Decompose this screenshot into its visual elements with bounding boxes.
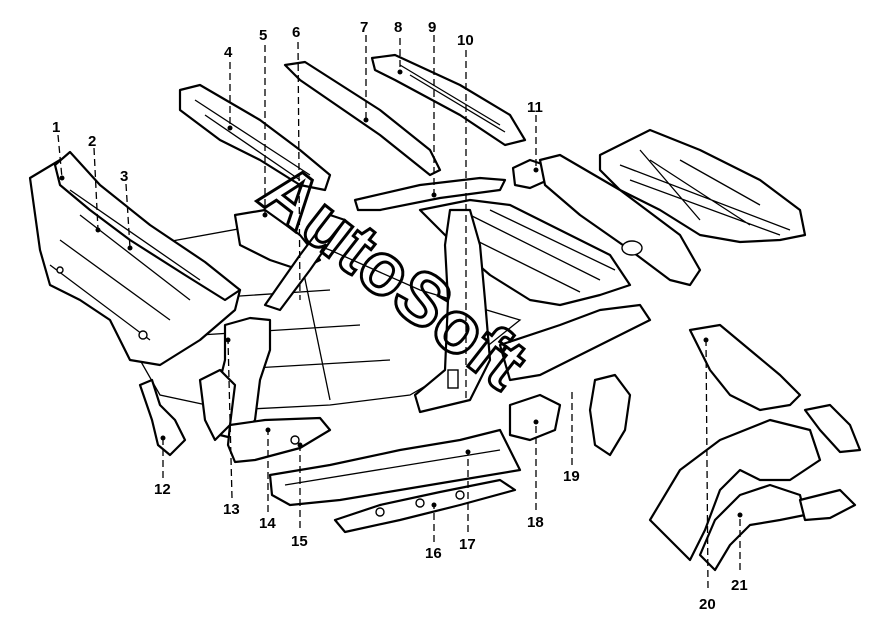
callout-6: 6 [292, 24, 300, 41]
wheelhouse-outer [648, 418, 822, 562]
rear-bracket-19 [588, 373, 632, 457]
callout-2: 2 [88, 133, 96, 150]
callout-14: 14 [259, 515, 276, 532]
wheelhouse-bracket [508, 393, 562, 442]
leader-lines [57, 35, 741, 589]
callout-7: 7 [360, 19, 368, 36]
callout-5: 5 [259, 27, 267, 44]
rear-sill-end [798, 488, 857, 522]
cowl-hole-2 [56, 266, 64, 274]
cowl-upper-panel [53, 150, 242, 302]
leader-dots [59, 69, 743, 518]
callout-9: 9 [428, 19, 436, 36]
b-pillar-inner [413, 208, 492, 414]
cowl-ribs [49, 189, 201, 341]
callout-12: 12 [154, 481, 171, 498]
callout-13: 13 [223, 501, 240, 518]
small-bracket-12 [138, 378, 187, 457]
rear-floor-grid [619, 149, 791, 236]
callout-21: 21 [731, 577, 748, 594]
b-pillar-slot [447, 369, 459, 389]
sill-bracket-front [226, 416, 332, 464]
callout-11: 11 [527, 99, 543, 116]
callout-4: 4 [224, 44, 233, 61]
roof-rail [283, 60, 442, 177]
rear-side-member [538, 153, 702, 287]
quarter-panel-upper [688, 323, 802, 412]
callout-17: 17 [459, 536, 476, 553]
side-trim-right [803, 403, 862, 454]
callout-8: 8 [394, 19, 402, 36]
roof-crossmember [370, 53, 527, 147]
callout-15: 15 [291, 533, 308, 550]
rocker-hole-3 [455, 490, 465, 500]
sill-bracket-hole [290, 435, 300, 445]
rear-member-hole [621, 240, 643, 256]
parcel-shelf-ribs [194, 99, 311, 181]
callout-18: 18 [527, 514, 544, 531]
roof-crossmember-slots [399, 64, 506, 133]
cowl-hole-1 [138, 330, 148, 340]
callout-19: 19 [563, 468, 580, 485]
callout-10: 10 [457, 32, 474, 49]
rear-inner-panel [498, 303, 652, 382]
rocker-hole-2 [415, 498, 425, 508]
callout-1: 1 [52, 119, 60, 136]
callout-16: 16 [425, 545, 442, 562]
rocker-reinforcement [333, 478, 517, 534]
callout-labels: 1 2 3 4 5 6 7 8 9 10 11 12 13 14 15 16 1… [52, 19, 748, 613]
callout-3: 3 [120, 168, 128, 185]
floor-panel-ribs [179, 254, 391, 401]
callout-20: 20 [699, 596, 716, 613]
rocker-panel-line [284, 449, 501, 486]
rocker-hole-1 [375, 507, 385, 517]
seat-crossmember [353, 176, 507, 212]
